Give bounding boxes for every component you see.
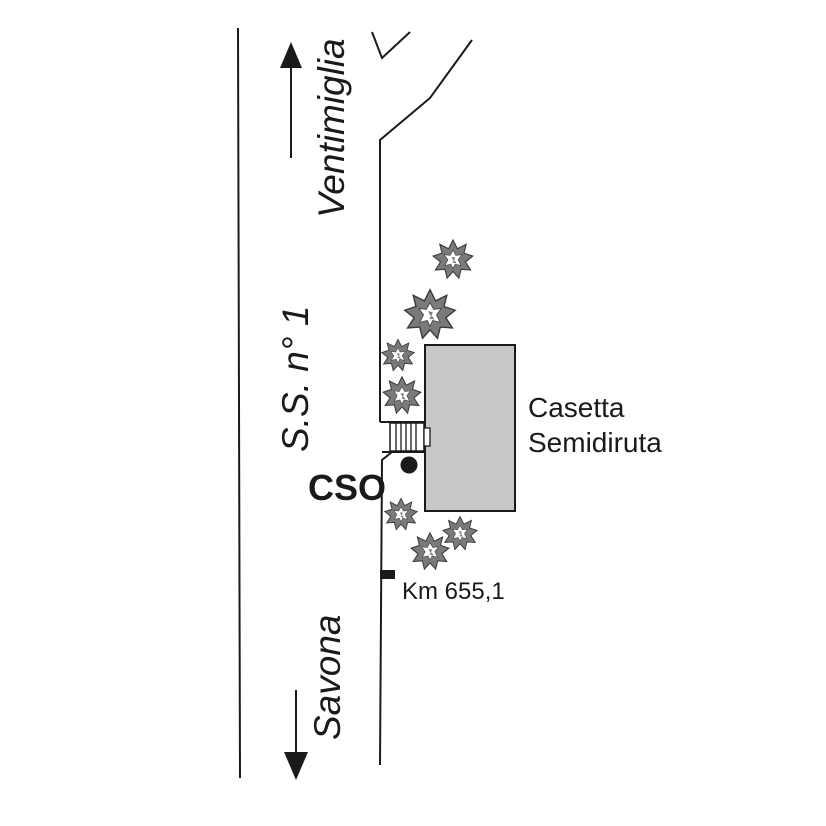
direction-north-label: Ventimiglia	[311, 38, 352, 218]
road-right-edge-south	[379, 451, 393, 766]
building-label-line1: Casetta	[528, 392, 625, 423]
arrow-north-icon	[280, 42, 302, 158]
shrub-icon	[382, 376, 422, 414]
direction-south-label: Savona	[307, 615, 348, 741]
km-marker-label: Km 655,1	[402, 578, 505, 605]
road-left-edge	[237, 27, 241, 779]
side-path-curve	[371, 31, 411, 60]
station-label: CSO	[308, 467, 386, 508]
shrub-icon	[404, 288, 456, 340]
shrub-icon	[410, 532, 450, 570]
km-marker-icon	[380, 570, 395, 579]
road-right-edge-north	[379, 39, 473, 422]
shrub-icon	[384, 497, 418, 531]
station-marker-icon	[400, 456, 418, 474]
road-name-label: S.S. n° 1	[275, 306, 316, 452]
arrow-south-icon	[284, 690, 308, 780]
building-label-line2: Semidiruta	[528, 427, 662, 458]
shrub-icon	[432, 239, 474, 279]
steps-icon	[389, 422, 431, 452]
building-casetta	[424, 344, 516, 512]
shrub-icon	[381, 338, 415, 372]
shrub-icon	[442, 516, 478, 550]
